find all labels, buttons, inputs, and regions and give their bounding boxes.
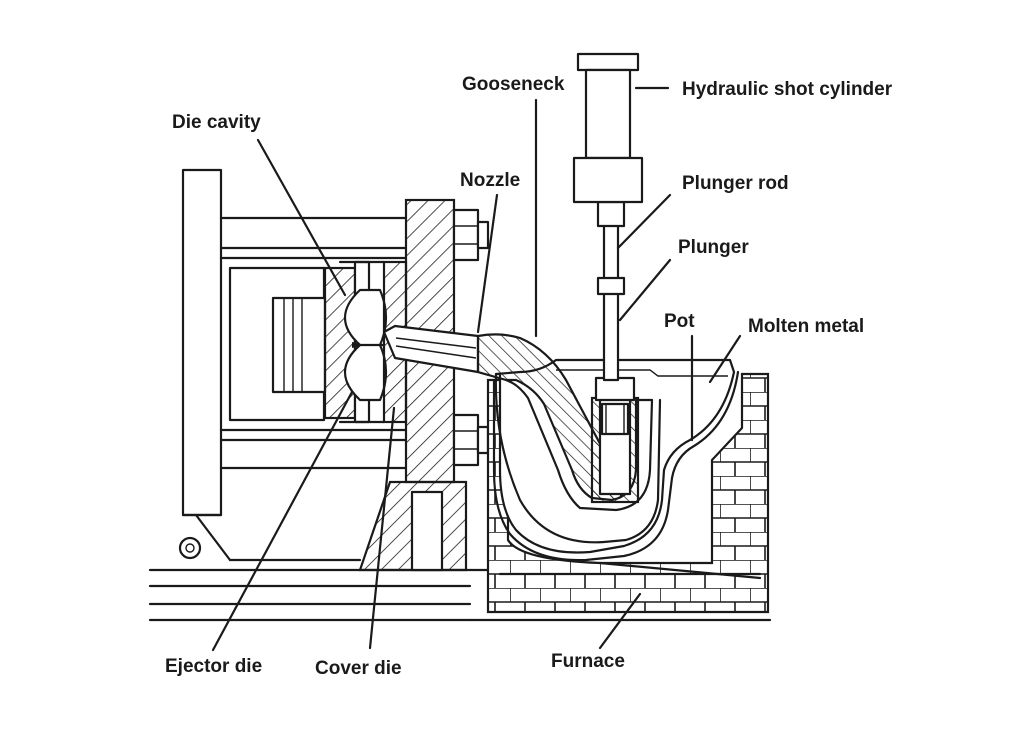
label-plunger: Plunger bbox=[678, 237, 749, 258]
label-cover-die: Cover die bbox=[315, 658, 402, 679]
label-ejector-die: Ejector die bbox=[165, 656, 263, 677]
leader-lines bbox=[211, 86, 742, 652]
label-hydraulic-shot-cylinder: Hydraulic shot cylinder bbox=[682, 79, 893, 100]
label-gooseneck: Gooseneck bbox=[462, 74, 565, 95]
label-furnace: Furnace bbox=[551, 651, 625, 672]
gooseneck-shape bbox=[476, 333, 662, 544]
ejector-platen-frame bbox=[178, 168, 407, 562]
plunger-rod-shape bbox=[596, 200, 626, 382]
label-die-cavity: Die cavity bbox=[172, 112, 261, 133]
label-nozzle: Nozzle bbox=[460, 170, 521, 191]
label-molten-metal: Molten metal bbox=[748, 316, 865, 337]
label-plunger-rod: Plunger rod bbox=[682, 173, 789, 194]
plunger-shape bbox=[590, 376, 640, 504]
hydraulic-cylinder-shape bbox=[572, 52, 644, 204]
label-pot: Pot bbox=[664, 311, 695, 332]
